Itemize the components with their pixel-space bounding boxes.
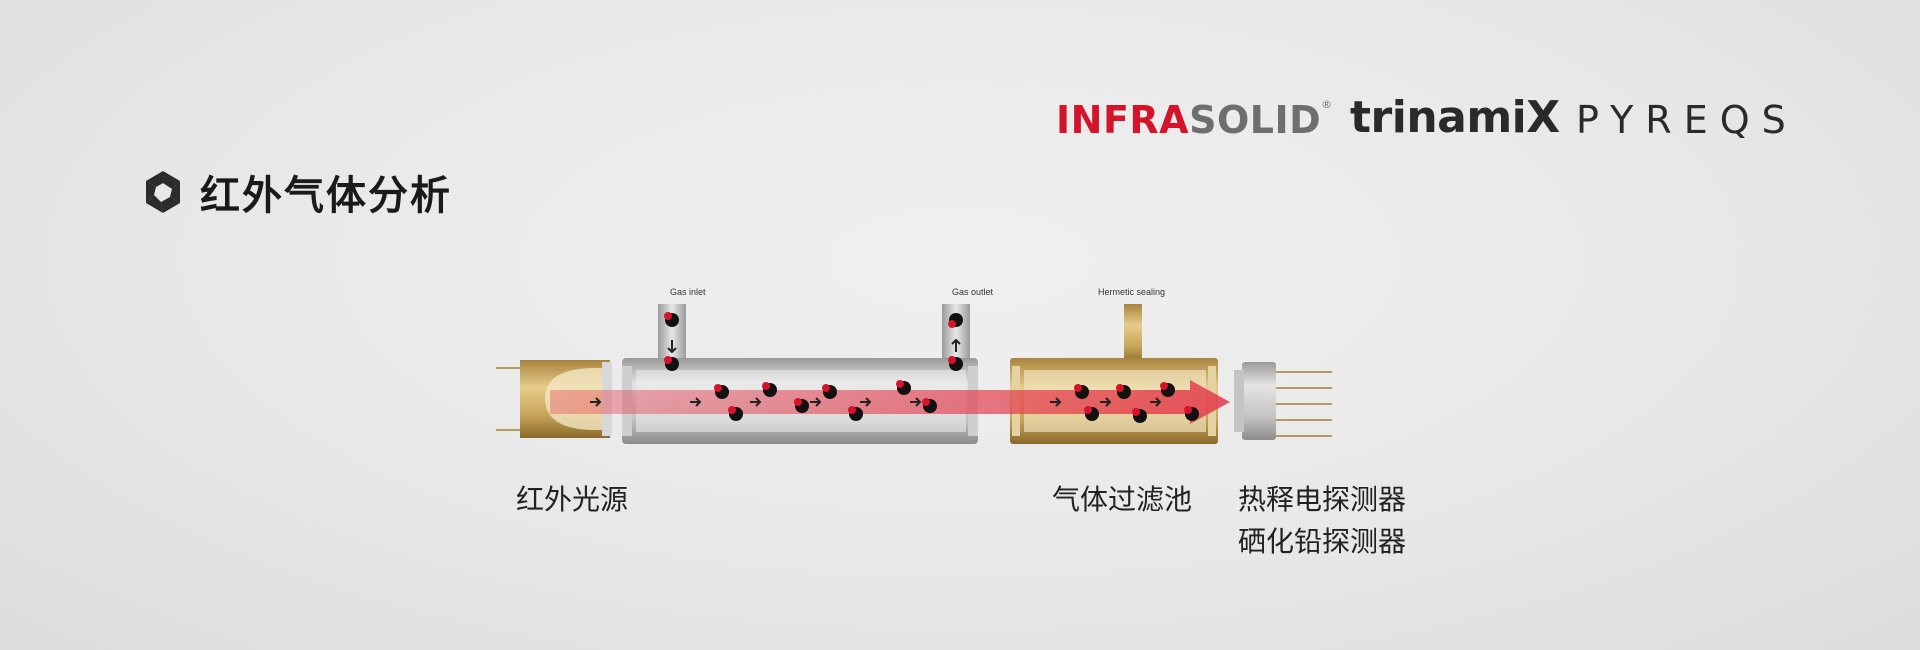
infrasolid-logo: INFRASOLID®: [1056, 98, 1333, 142]
title-text: 红外气体分析: [200, 173, 452, 219]
gas-filter-cell-component: [1010, 304, 1218, 444]
flow-arrows: [590, 338, 1162, 407]
page-title: 红外气体分析: [140, 168, 452, 219]
hermetic-sealing-label: Hermetic sealing: [1098, 287, 1165, 297]
aperture-icon: [146, 171, 180, 213]
gas-outlet-label: Gas outlet: [952, 287, 994, 297]
trinamix-logo: trinamiX: [1350, 92, 1560, 143]
gas-molecules: [664, 312, 1199, 423]
ir-source-label: 红外光源: [516, 483, 629, 516]
gas-inlet-label: Gas inlet: [670, 287, 706, 297]
detector-component: [1234, 362, 1332, 440]
pyroelectric-detector-label: 热释电探测器: [1238, 483, 1407, 516]
pyreos-logo: PYREQS: [1576, 98, 1798, 142]
lead-selenide-detector-label: 硒化铅探测器: [1238, 525, 1407, 558]
gas-analysis-diagram: Gas inlet Gas outlet Hermetic sealing: [496, 287, 1332, 444]
gas-filter-cell-label: 气体过滤池: [1052, 483, 1193, 516]
